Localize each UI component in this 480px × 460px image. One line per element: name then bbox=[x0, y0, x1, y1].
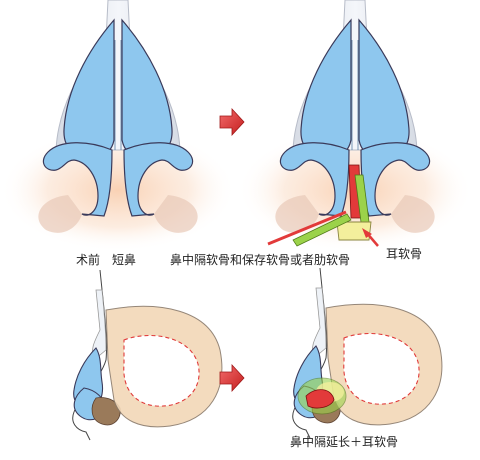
nose-side-after bbox=[292, 267, 443, 439]
nose-front-before bbox=[0, 0, 237, 253]
graft-strut-green bbox=[292, 213, 352, 247]
label-septal-cartilage: 鼻中隔软骨和保存软骨或者肋软骨 bbox=[170, 252, 350, 267]
pointer-tip-ear bbox=[362, 228, 372, 238]
label-septal-extension: 鼻中隔延长＋耳软骨 bbox=[290, 434, 398, 449]
transition-arrow-bottom bbox=[219, 364, 245, 392]
septal-extension-graft bbox=[305, 389, 335, 409]
nose-front-after bbox=[236, 0, 474, 253]
label-before-short-nose: 术前 短鼻 bbox=[76, 252, 136, 267]
label-ear-cartilage: 耳软骨 bbox=[386, 247, 422, 261]
ear-cartilage-graft bbox=[336, 221, 372, 241]
nose-side-before bbox=[72, 269, 223, 441]
transition-arrow-top bbox=[219, 108, 245, 136]
pointer-line-septal bbox=[267, 210, 347, 246]
